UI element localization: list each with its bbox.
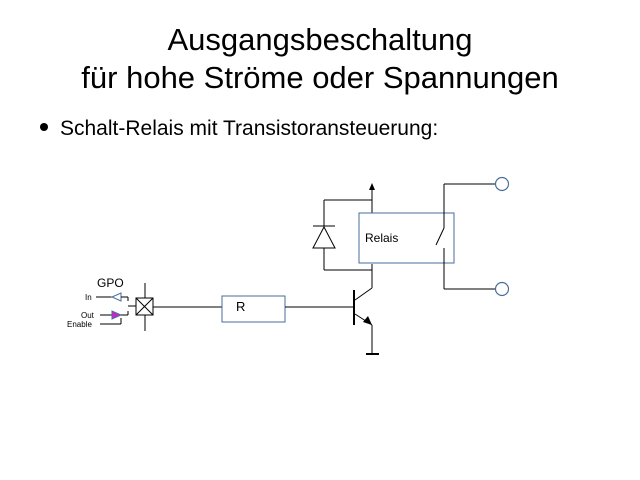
bullet-text: Schalt-Relais mit Transistoransteuerung:	[60, 117, 439, 140]
slide-title-line2: für hohe Ströme oder Spannungen	[81, 60, 559, 95]
relay: Relais	[358, 184, 455, 289]
enable-line	[100, 318, 122, 325]
out-arrow-fill	[111, 310, 123, 320]
gpo-pin-icon	[135, 283, 154, 331]
relay-switch-icon	[435, 184, 445, 289]
bullet-dot-icon	[40, 123, 48, 132]
flyback-diode-icon	[312, 225, 336, 249]
npn-transistor-icon	[353, 287, 373, 353]
relay-label: Relais	[365, 231, 398, 245]
resistor-label: R	[236, 299, 245, 314]
supply-arrow-icon	[369, 183, 375, 190]
out-label: Out	[81, 311, 95, 320]
output-terminal-top-icon	[494, 176, 510, 192]
output-terminal-bottom-icon	[494, 281, 510, 297]
in-label: In	[85, 293, 92, 302]
gpo-label: GPO	[97, 276, 124, 290]
slide-title-line1: Ausgangsbeschaltung	[167, 22, 473, 57]
bullet-item: Schalt-Relais mit Transistoransteuerung:	[40, 116, 438, 142]
in-arrow-icon	[96, 292, 129, 302]
resistor: R	[221, 295, 286, 323]
out-arrow-icon	[100, 310, 129, 320]
enable-label: Enable	[67, 320, 92, 329]
